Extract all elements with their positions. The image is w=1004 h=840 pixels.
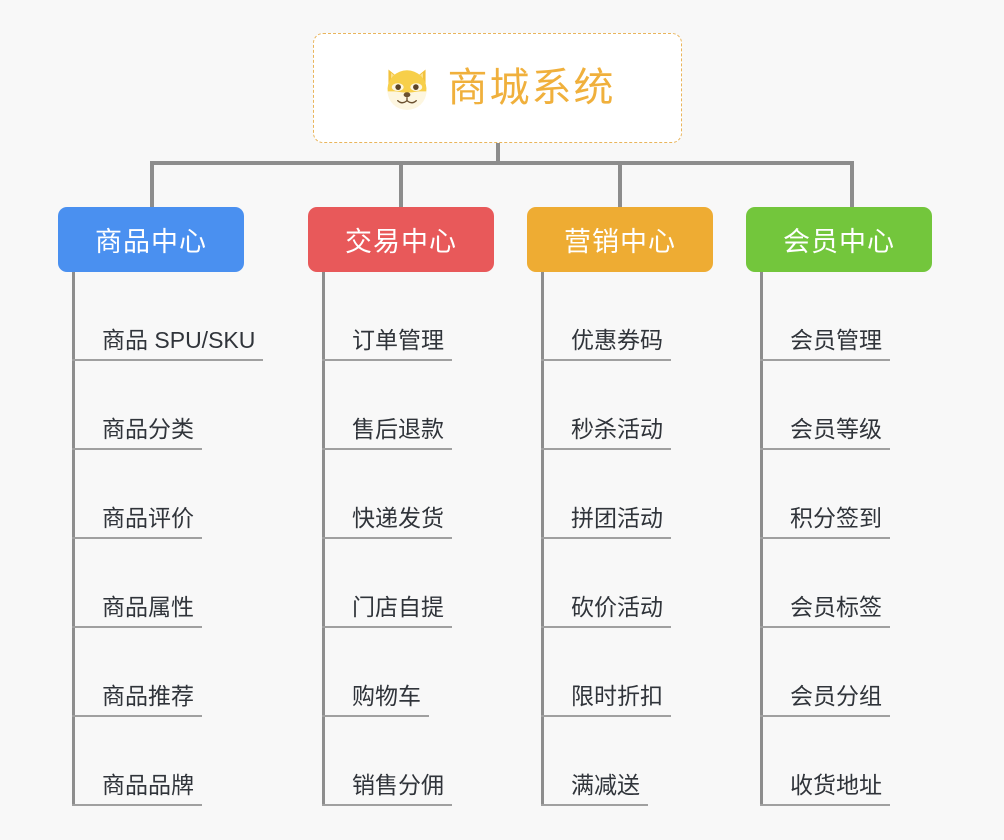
branch-spine	[760, 272, 763, 806]
branch-leaf-list: 会员管理 会员等级 积分签到 会员标签 会员分组 收货地址	[760, 272, 946, 806]
leaf-label: 会员分组	[790, 682, 882, 709]
leaf-label: 满减送	[571, 771, 640, 798]
leaf-item[interactable]: 会员管理	[760, 272, 946, 361]
branch-header-label: 商品中心	[95, 227, 207, 257]
shiba-inu-icon	[387, 69, 426, 110]
leaf-label: 商品评价	[102, 504, 194, 531]
leaf-label: 砍价活动	[571, 593, 663, 620]
leaf-label: 商品 SPU/SKU	[102, 326, 256, 353]
leaf-item[interactable]: 积分签到	[760, 450, 946, 539]
leaf-item[interactable]: 商品属性	[72, 539, 258, 628]
leaf-label: 商品分类	[102, 415, 194, 442]
branch-marketing-center: 营销中心 优惠券码 秒杀活动 拼团活动 砍价活动 限时折扣 满减送	[527, 207, 713, 806]
leaf-label: 会员管理	[790, 326, 882, 353]
leaf-label: 门店自提	[352, 593, 444, 620]
leaf-item[interactable]: 商品评价	[72, 450, 258, 539]
root-node[interactable]: 商城系统	[313, 33, 682, 143]
leaf-label: 收货地址	[790, 771, 882, 798]
branch-trade-center: 交易中心 订单管理 售后退款 快递发货 门店自提 购物车 销售分佣	[308, 207, 494, 806]
branch-header-member-center[interactable]: 会员中心	[746, 207, 932, 272]
branch-member-center: 会员中心 会员管理 会员等级 积分签到 会员标签 会员分组 收货地址	[746, 207, 932, 806]
leaf-label: 销售分佣	[352, 771, 444, 798]
branch-leaf-list: 商品 SPU/SKU 商品分类 商品评价 商品属性 商品推荐 商品品牌	[72, 272, 264, 806]
leaf-label: 秒杀活动	[571, 415, 663, 442]
branch-header-marketing-center[interactable]: 营销中心	[527, 207, 713, 272]
leaf-item[interactable]: 秒杀活动	[541, 361, 727, 450]
root-stem-connector	[496, 143, 500, 164]
branch-spine	[72, 272, 75, 806]
leaf-item[interactable]: 商品推荐	[72, 628, 258, 717]
leaf-label: 商品品牌	[102, 771, 194, 798]
leaf-item[interactable]: 会员标签	[760, 539, 946, 628]
leaf-item[interactable]: 售后退款	[322, 361, 508, 450]
branch-product-center: 商品中心 商品 SPU/SKU 商品分类 商品评价 商品属性 商品推荐 商品品牌	[58, 207, 264, 806]
branch-header-product-center[interactable]: 商品中心	[58, 207, 244, 272]
leaf-label: 售后退款	[352, 415, 444, 442]
leaf-item[interactable]: 砍价活动	[541, 539, 727, 628]
drop-connector-2	[399, 161, 403, 209]
leaf-item[interactable]: 满减送	[541, 717, 727, 806]
leaf-item[interactable]: 优惠券码	[541, 272, 727, 361]
branch-spine	[541, 272, 544, 806]
leaf-item[interactable]: 拼团活动	[541, 450, 727, 539]
bus-connector	[150, 161, 854, 165]
root-title: 商城系统	[447, 66, 616, 110]
branch-leaf-list: 优惠券码 秒杀活动 拼团活动 砍价活动 限时折扣 满减送	[541, 272, 727, 806]
leaf-label: 购物车	[352, 682, 421, 709]
drop-connector-1	[150, 161, 154, 209]
branch-spine	[322, 272, 325, 806]
leaf-item[interactable]: 门店自提	[322, 539, 508, 628]
drop-connector-3	[618, 161, 622, 209]
leaf-label: 优惠券码	[571, 326, 663, 353]
leaf-label: 商品属性	[102, 593, 194, 620]
leaf-label: 积分签到	[790, 504, 882, 531]
branch-header-label: 营销中心	[564, 227, 676, 257]
branch-header-trade-center[interactable]: 交易中心	[308, 207, 494, 272]
leaf-label: 会员等级	[790, 415, 882, 442]
leaf-label: 拼团活动	[571, 504, 663, 531]
leaf-item[interactable]: 销售分佣	[322, 717, 508, 806]
leaf-item[interactable]: 购物车	[322, 628, 508, 717]
leaf-label: 会员标签	[790, 593, 882, 620]
leaf-item[interactable]: 收货地址	[760, 717, 946, 806]
leaf-item[interactable]: 快递发货	[322, 450, 508, 539]
branch-header-label: 交易中心	[345, 227, 457, 257]
leaf-item[interactable]: 商品分类	[72, 361, 258, 450]
leaf-label: 订单管理	[352, 326, 444, 353]
leaf-item[interactable]: 限时折扣	[541, 628, 727, 717]
leaf-item[interactable]: 会员分组	[760, 628, 946, 717]
leaf-item[interactable]: 订单管理	[322, 272, 508, 361]
branch-header-label: 会员中心	[783, 227, 895, 257]
branch-leaf-list: 订单管理 售后退款 快递发货 门店自提 购物车 销售分佣	[322, 272, 508, 806]
leaf-item[interactable]: 商品 SPU/SKU	[72, 272, 264, 361]
leaf-label: 快递发货	[352, 504, 444, 531]
drop-connector-4	[850, 161, 854, 209]
leaf-label: 商品推荐	[102, 682, 194, 709]
leaf-item[interactable]: 会员等级	[760, 361, 946, 450]
leaf-label: 限时折扣	[571, 682, 663, 709]
leaf-item[interactable]: 商品品牌	[72, 717, 258, 806]
